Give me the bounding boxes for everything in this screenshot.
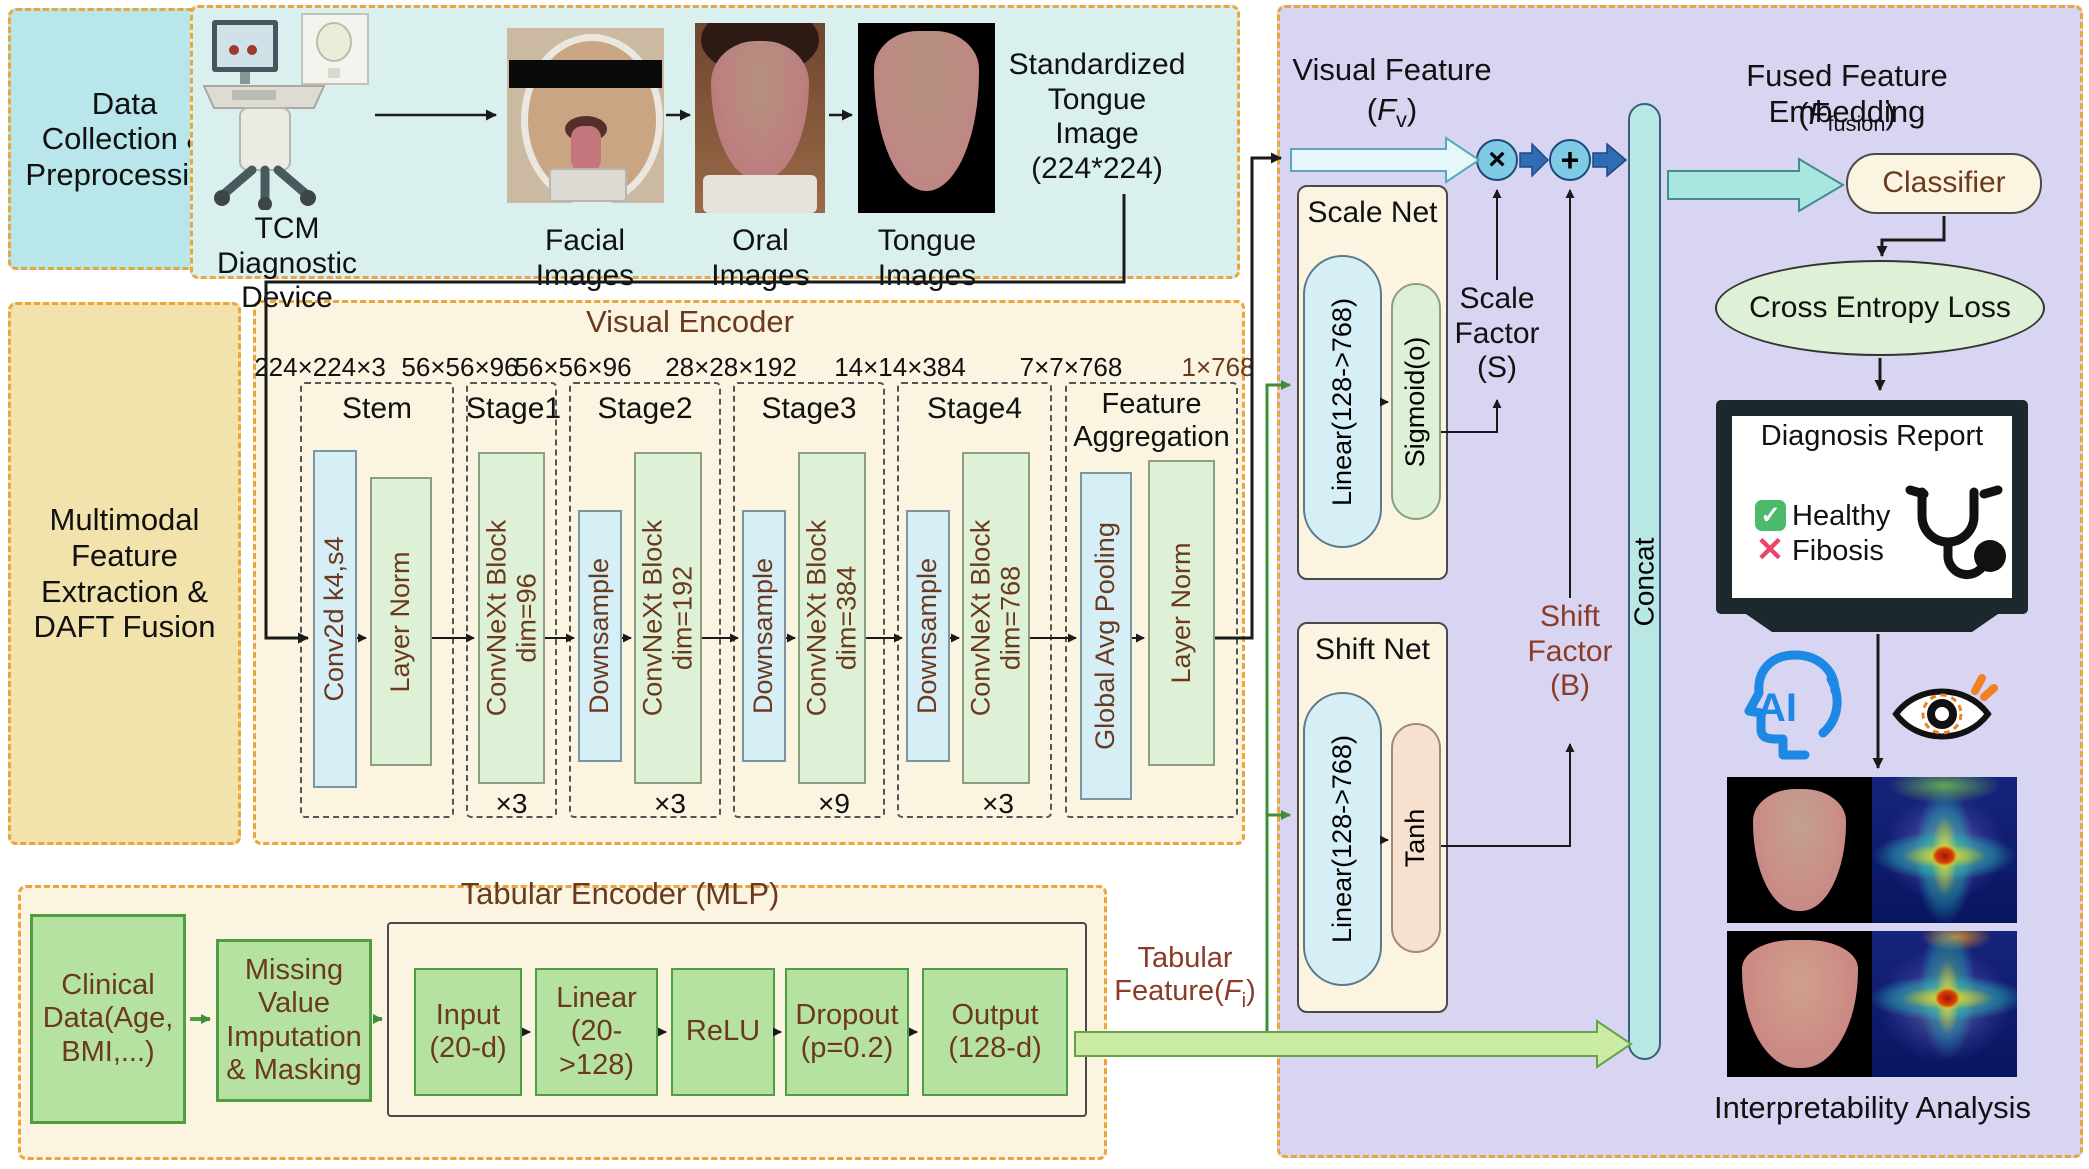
dim-label-6: 1×768 — [1181, 352, 1255, 382]
scale-factor-label: Scale Factor (S) — [1454, 282, 1540, 384]
check-icon: ✓ — [1755, 500, 1786, 531]
tongue-label: Tongue Images — [877, 224, 977, 292]
healthy-label: Healthy — [1792, 500, 1891, 532]
heatmap-1 — [1872, 777, 2017, 923]
mlp-output-box: Output (128-d) — [922, 968, 1068, 1096]
dim-label-3: 28×28×192 — [665, 352, 797, 382]
tongue-image — [858, 23, 995, 213]
block-convnext-384: ConvNeXt Block dim=384 — [798, 452, 866, 784]
standardized-label: Standardized Tongue Image (224*224) — [1008, 48, 1186, 185]
block-downsample-2: Downsample — [578, 510, 622, 762]
stage-stem-title: Stem — [341, 392, 413, 425]
tcm-device-icon — [202, 13, 369, 210]
mlp-input-box: Input (20-d) — [414, 968, 522, 1096]
oral-tongue — [711, 41, 809, 181]
plus-icon: + — [1549, 139, 1591, 181]
dim-label-1: 56×56×96 — [401, 352, 519, 382]
block-layernorm-stem: Layer Norm — [370, 477, 432, 766]
block-global-avg-pooling: Global Avg Pooling — [1080, 472, 1132, 800]
visual-feature-symbol: (Fv) — [1366, 92, 1418, 133]
stethoscope-icon — [1905, 485, 2006, 580]
feature-aggregation-title: Feature Aggregation — [1073, 388, 1230, 454]
svg-text:AI: AI — [1757, 686, 1797, 730]
stage-4-mult: ×3 — [982, 788, 1014, 819]
visual-feature-label: Visual Feature — [1292, 52, 1492, 87]
facial-label: Facial Images — [535, 224, 635, 292]
interpretability-row-1 — [1727, 777, 2017, 923]
tongue-photo-1 — [1727, 777, 1872, 923]
fibosis-label: Fibosis — [1792, 535, 1884, 567]
tongue-photo-2 — [1727, 931, 1872, 1077]
stage-3-mult: ×9 — [818, 788, 850, 819]
monitor-stand — [1746, 614, 1998, 632]
shift-linear-pill: Linear(128->768) — [1303, 692, 1382, 986]
scale-net-title: Scale Net — [1307, 196, 1438, 229]
visual-encoder-title: Visual Encoder — [586, 304, 794, 339]
mlp-relu-box: ReLU — [671, 968, 775, 1096]
shift-factor-label: Shift Factor (B) — [1527, 600, 1613, 702]
dim-label-0: 224×224×3 — [254, 352, 386, 382]
block-conv2d: Conv2d k4,s4 — [313, 450, 357, 788]
heatmap-2 — [1872, 931, 2017, 1077]
tabular-title: Tabular Encoder (MLP) — [460, 876, 780, 911]
report-title: Diagnosis Report — [1760, 420, 1984, 452]
chin-tray — [703, 175, 817, 213]
block-downsample-4: Downsample — [906, 510, 950, 762]
fused-embedding-label: Fused Feature Embedding — [1746, 58, 1948, 129]
clinical-data-box: Clinical Data(Age, BMI,...) — [30, 914, 186, 1124]
cross-icon: ✕ — [1755, 531, 1785, 569]
classifier-box: Classifier — [1846, 153, 2042, 214]
dim-label-4: 14×14×384 — [834, 352, 966, 382]
oral-label: Oral Images — [711, 224, 810, 292]
interpretability-label: Interpretability Analysis — [1713, 1090, 2032, 1125]
eye-icon — [1892, 674, 1998, 740]
missing-value-box: Missing Value Imputation & Masking — [216, 939, 372, 1102]
block-layernorm-final: Layer Norm — [1148, 460, 1215, 766]
scale-linear-pill: Linear(128->768) — [1303, 255, 1382, 548]
stage-2-title: Stage2 — [597, 392, 693, 425]
stage-1-mult: ×3 — [495, 788, 528, 819]
multimodal-label: Multimodal Feature Extraction & DAFT Fus… — [33, 502, 216, 645]
concat-bar: Concat — [1628, 103, 1661, 1060]
multimodal-panel: Multimodal Feature Extraction & DAFT Fus… — [8, 302, 241, 845]
block-convnext-96: ConvNeXt Block dim=96 — [478, 452, 545, 784]
multiply-icon: × — [1476, 139, 1518, 181]
stage-4-title: Stage4 — [926, 392, 1023, 425]
dim-label-5: 7×7×768 — [1019, 352, 1123, 382]
shift-net-title: Shift Net — [1314, 633, 1431, 666]
eye-privacy-bar — [509, 60, 662, 88]
segmented-tongue — [874, 31, 979, 191]
oral-image — [695, 23, 825, 213]
mlp-linear-box: Linear (20->128) — [535, 968, 658, 1096]
fused-embedding-symbol: (Ffusion) — [1798, 96, 1896, 137]
stage-2-mult: ×3 — [654, 788, 686, 819]
interpretability-row-2 — [1727, 931, 2017, 1077]
block-convnext-192: ConvNeXt Block dim=192 — [634, 452, 702, 784]
stage-1-title: Stage1 — [466, 392, 562, 425]
mlp-dropout-box: Dropout (p=0.2) — [785, 968, 909, 1096]
stage-3-title: Stage3 — [761, 392, 857, 425]
cross-entropy-loss: Cross Entropy Loss — [1715, 260, 2045, 356]
tabular-feature-label: Tabular Feature(Fi) — [1114, 942, 1256, 1013]
chin-rest — [549, 168, 627, 202]
scale-sigmoid-pill: Sigmoid(o) — [1391, 283, 1441, 520]
device-label: TCM Diagnostic Device — [216, 212, 358, 314]
shift-tanh-pill: Tanh — [1391, 723, 1441, 953]
facial-image — [507, 28, 664, 203]
dim-label-2: 56×56×96 — [514, 352, 632, 382]
block-downsample-3: Downsample — [742, 510, 786, 762]
ai-head-icon: AI — [1744, 650, 1842, 760]
block-convnext-768: ConvNeXt Block dim=768 — [962, 452, 1030, 784]
tongue-out — [571, 126, 601, 174]
